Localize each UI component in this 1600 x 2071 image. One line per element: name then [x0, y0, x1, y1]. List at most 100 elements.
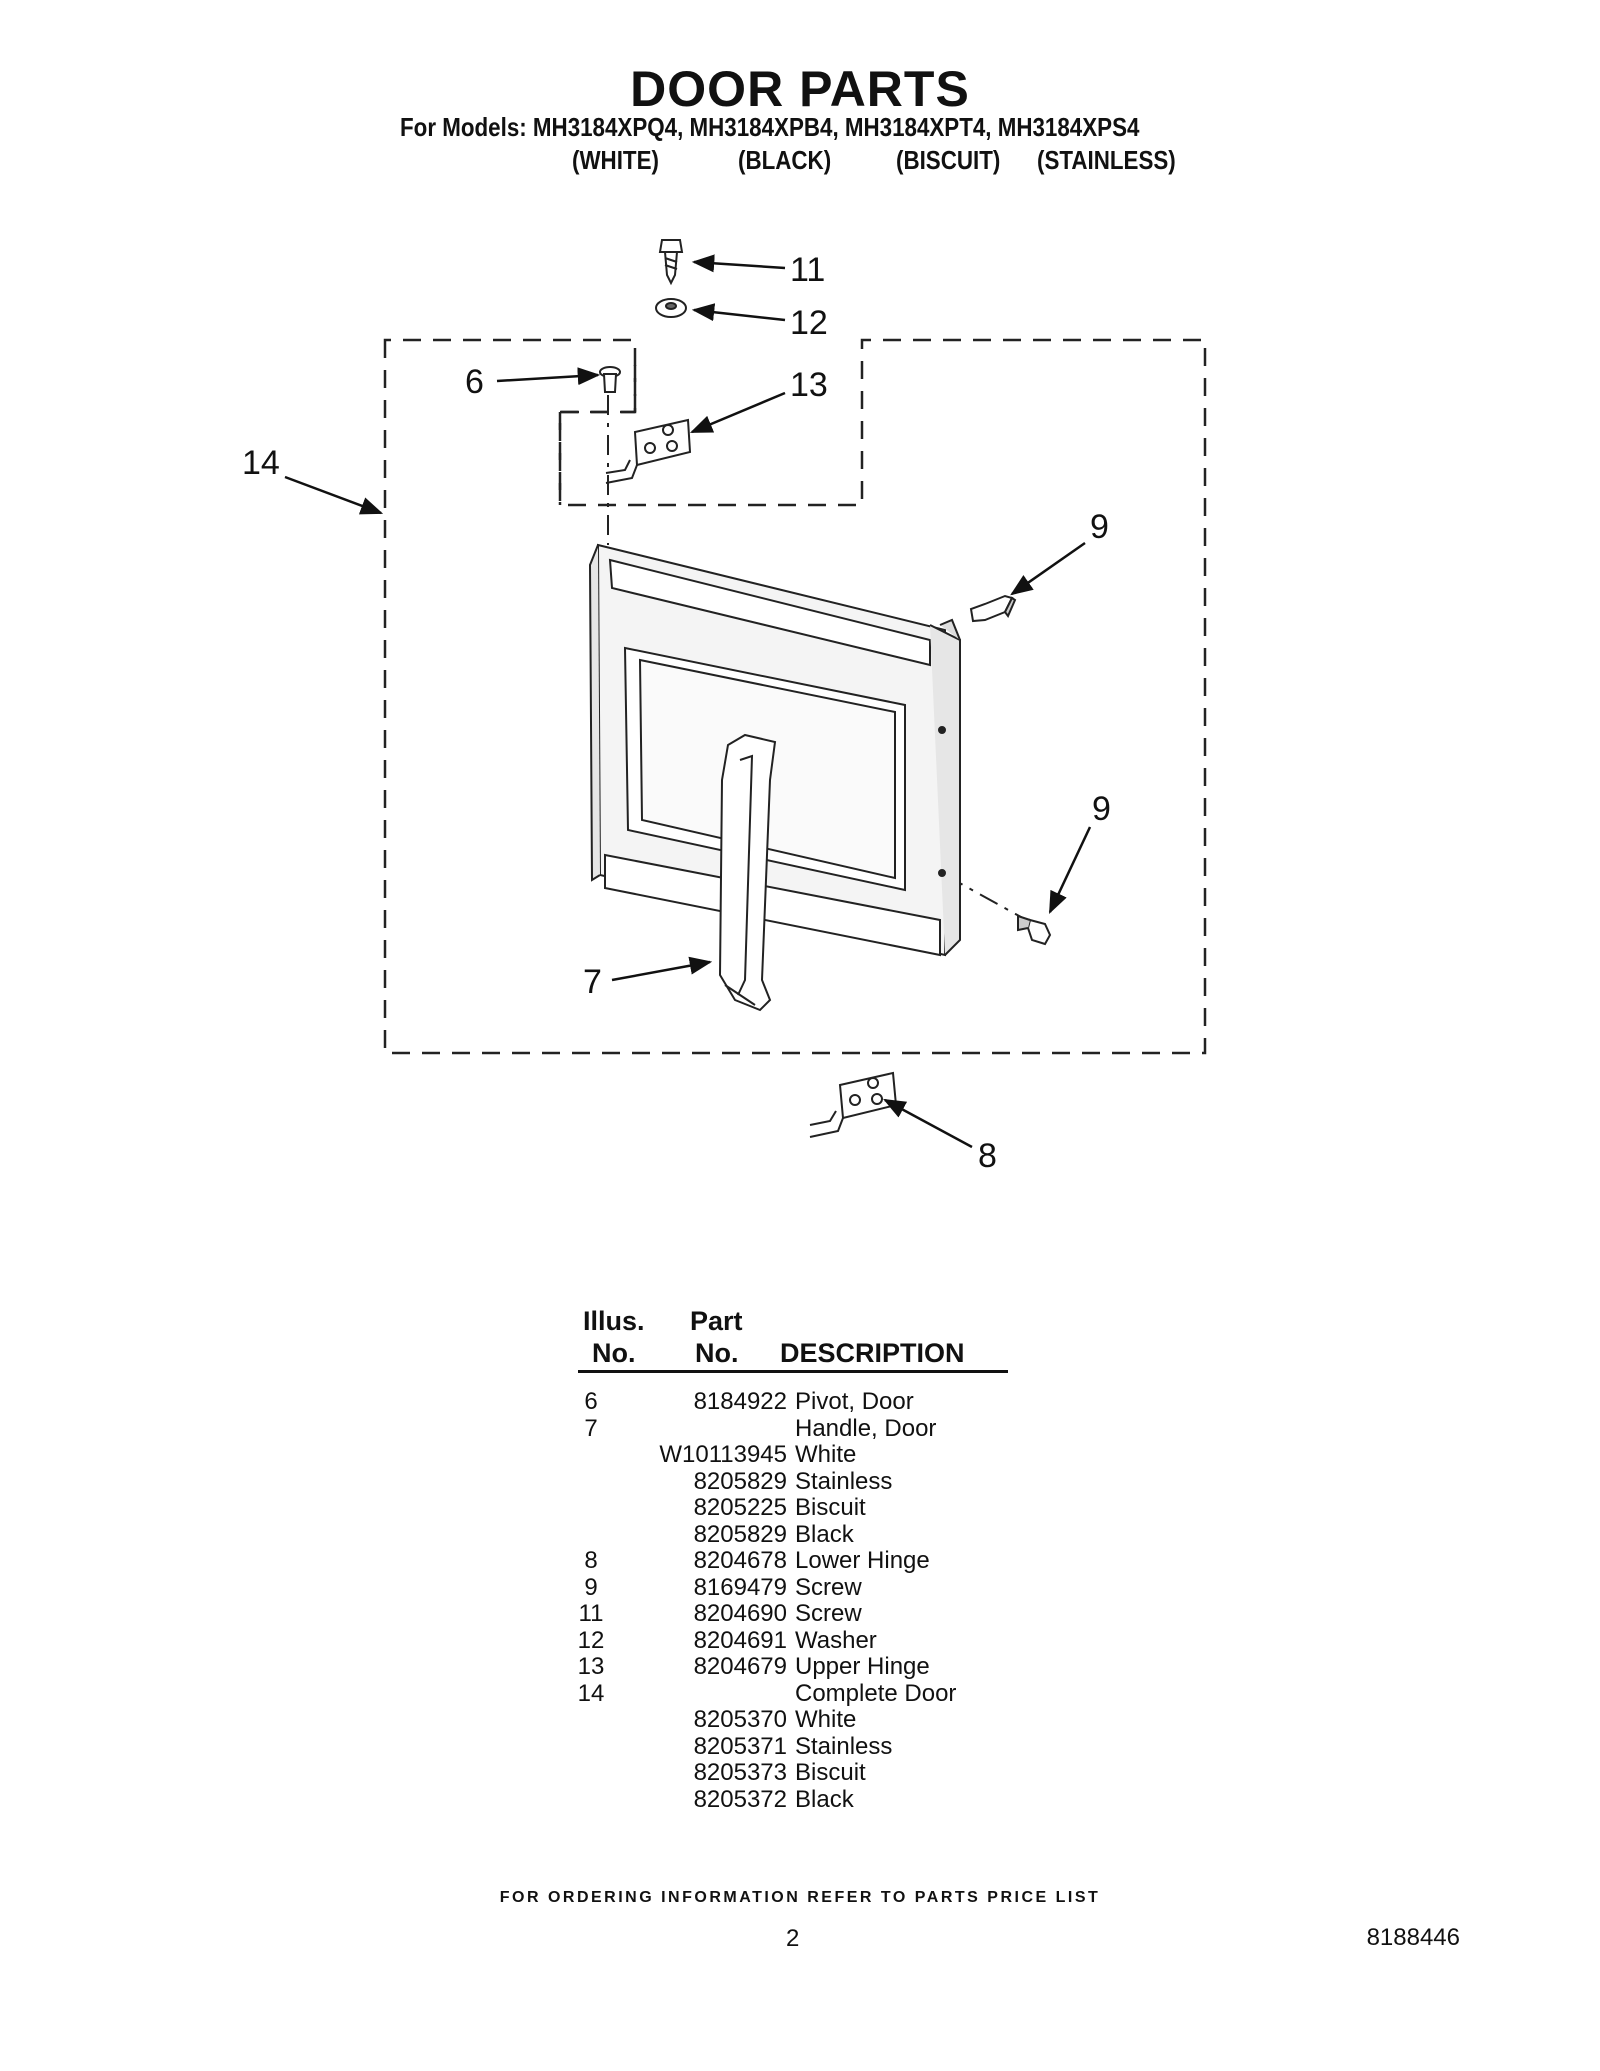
description-cell: Lower Hinge: [795, 1547, 930, 1574]
pivot-6-icon: [599, 366, 621, 393]
part-no-cell: 8205225: [693, 1494, 787, 1521]
upper-hinge-outline: [558, 365, 637, 505]
callout-9-upper: 9: [1090, 508, 1109, 546]
table-row: 8205829 Stainless: [560, 1467, 1035, 1496]
col-head-illus-line2: No.: [592, 1338, 636, 1368]
part-no-cell: 8204679: [693, 1653, 787, 1680]
document-number: 8188446: [1366, 1924, 1460, 1951]
description-cell: Screw: [795, 1600, 862, 1627]
table-row: 13 8204679 Upper Hinge: [560, 1653, 1035, 1681]
illus-no-cell: 12: [577, 1626, 605, 1654]
door-handle-7-icon: [718, 733, 777, 1012]
illus-no-cell: 11: [578, 1600, 604, 1627]
description-cell: Biscuit: [795, 1494, 866, 1521]
description-cell: Stainless: [795, 1467, 893, 1495]
illus-no-cell: 7: [584, 1414, 598, 1442]
screw-9-lower-icon: [1017, 914, 1052, 946]
callout-14: 14: [242, 444, 280, 482]
description-cell: White: [795, 1441, 857, 1468]
description-cell: Complete Door: [795, 1679, 957, 1707]
description-cell: Black: [795, 1785, 854, 1813]
description-cell: Upper Hinge: [795, 1653, 930, 1680]
ordering-note: FOR ORDERING INFORMATION REFER TO PARTS …: [499, 1889, 1101, 1906]
description-cell: White: [795, 1706, 857, 1733]
illus-no-cell: [560, 1442, 622, 1469]
screw-11-icon: [658, 239, 684, 286]
part-no-cell: 8204690: [693, 1600, 787, 1627]
col-head-part-line2: No.: [695, 1338, 739, 1368]
illus-no-cell: [560, 1787, 622, 1814]
illus-no-cell: [560, 1469, 622, 1496]
table-row: 12 8204691 Washer: [560, 1626, 1035, 1655]
callout-6: 6: [465, 363, 484, 401]
illus-no-cell: 14: [577, 1679, 605, 1707]
part-no-cell: 8204678: [693, 1547, 787, 1574]
part-no-cell: 8204691: [693, 1626, 787, 1654]
lower-hinge-8-icon: [809, 1071, 898, 1138]
description-cell: Washer: [795, 1626, 877, 1654]
col-head-description: DESCRIPTION: [780, 1338, 965, 1368]
table-row: 8205225 Biscuit: [560, 1494, 1035, 1522]
illus-no-cell: 6: [584, 1388, 598, 1415]
part-no-cell: W10113945: [659, 1441, 787, 1468]
illus-no-cell: [560, 1734, 622, 1761]
page-number: 2: [786, 1925, 800, 1952]
table-row: 8205370 White: [560, 1706, 1035, 1734]
models-line: For Models: MH3184XPQ4, MH3184XPB4, MH31…: [400, 112, 1140, 142]
illus-no-cell: 13: [577, 1653, 605, 1680]
table-row: 9 8169479 Screw: [560, 1573, 1035, 1602]
illus-no-cell: [560, 1760, 622, 1787]
illus-no-cell: [560, 1707, 622, 1734]
door-panel-icon: [588, 543, 961, 957]
table-row: 8205372 Black: [560, 1785, 1035, 1814]
table-row: 7 Handle, Door: [560, 1414, 1035, 1443]
illus-no-cell: [560, 1522, 622, 1549]
callout-11: 11: [790, 251, 825, 289]
illus-no-cell: 9: [584, 1573, 598, 1601]
table-row: 8205829 Black: [560, 1520, 1035, 1549]
col-head-illus-line1: Illus.: [583, 1306, 645, 1336]
part-no-cell: [622, 1416, 795, 1443]
illus-no-cell: 8: [584, 1547, 598, 1574]
part-no-cell: 8205370: [693, 1706, 787, 1733]
table-row: 6 8184922 Pivot, Door: [560, 1388, 1035, 1416]
table-row: 11 8204690 Screw: [560, 1600, 1035, 1628]
washer-12-icon: [655, 298, 687, 318]
illus-no-cell: [560, 1495, 622, 1522]
callout-13: 13: [790, 366, 828, 404]
color-biscuit: (BISCUIT): [896, 145, 1001, 175]
table-row: W10113945 White: [560, 1441, 1035, 1469]
callout-7: 7: [583, 963, 602, 1001]
part-no-cell: [622, 1681, 795, 1708]
upper-hinge-13-icon: [605, 418, 692, 484]
part-no-cell: 8169479: [693, 1573, 787, 1601]
part-no-cell: 8205829: [693, 1467, 787, 1495]
description-cell: Stainless: [795, 1732, 893, 1760]
color-white: (WHITE): [572, 145, 659, 175]
description-cell: Screw: [795, 1573, 862, 1601]
description-cell: Biscuit: [795, 1759, 866, 1786]
part-no-cell: 8205829: [693, 1520, 787, 1548]
part-no-cell: 8205373: [693, 1759, 787, 1786]
col-head-part-line1: Part: [690, 1306, 743, 1336]
callout-8: 8: [978, 1137, 997, 1175]
part-no-cell: 8184922: [693, 1388, 787, 1415]
exploded-parts-diagram: 11 12 6 13 14 9 9 7 8: [242, 239, 1207, 1175]
complete-door-outline: [383, 338, 1207, 1055]
part-no-cell: 8205372: [693, 1785, 787, 1813]
page-title: DOOR PARTS: [630, 61, 970, 117]
color-black: (BLACK): [738, 145, 832, 175]
color-stainless: (STAINLESS): [1037, 145, 1176, 175]
table-row: 8 8204678 Lower Hinge: [560, 1547, 1035, 1575]
table-header-rule: [578, 1370, 1008, 1373]
description-cell: Black: [795, 1520, 854, 1548]
table-row: 14 Complete Door: [560, 1679, 1035, 1708]
screw-9-upper-icon: [969, 594, 1017, 623]
description-cell: Handle, Door: [795, 1414, 937, 1442]
description-cell: Pivot, Door: [795, 1388, 914, 1415]
callout-12: 12: [790, 304, 828, 342]
table-row: 8205373 Biscuit: [560, 1759, 1035, 1787]
callout-9-lower: 9: [1092, 790, 1111, 828]
